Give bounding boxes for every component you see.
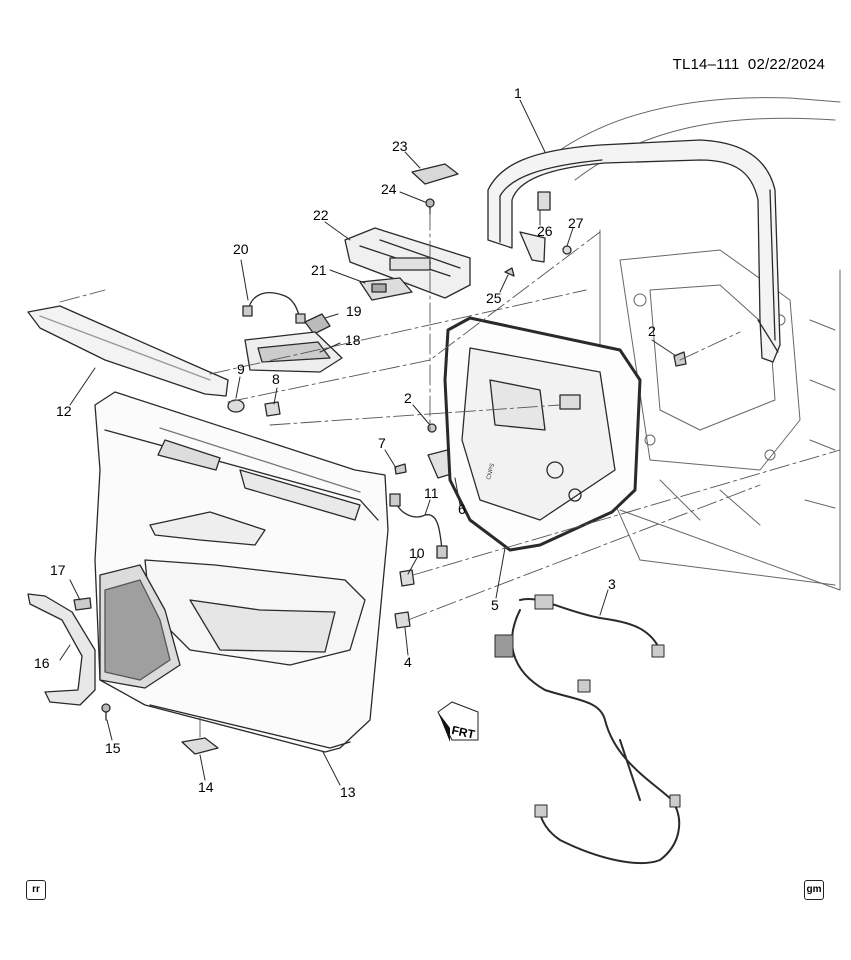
callout-8: 8	[272, 371, 280, 387]
screw-7	[394, 463, 407, 475]
clip-10	[399, 569, 415, 587]
connector-11a	[389, 493, 401, 507]
clip-17	[73, 597, 92, 611]
diagram-date: 02/22/2024	[747, 56, 825, 73]
wiring-harness-11	[394, 499, 443, 551]
diagram-reference: TL14–111 02/22/2024	[673, 56, 825, 73]
callout-leader-lines	[59, 99, 677, 786]
door-trim-panel-13	[94, 391, 389, 753]
callout-10: 10	[409, 545, 425, 561]
water-deflector-5: CNPS	[443, 316, 642, 552]
callout-14: 14	[198, 779, 214, 795]
front-direction-label: FRT	[450, 723, 476, 742]
connector-20a	[242, 305, 253, 317]
callout-27: 27	[568, 215, 584, 231]
trim-strip-16	[27, 593, 96, 706]
callout-labels: 1 2 2 3 4 5 6 7 8 9 10 11 12 13 14 15 16…	[34, 85, 656, 800]
clip-2b	[673, 351, 687, 367]
callout-23: 23	[392, 138, 408, 154]
handle-bezel-18	[244, 331, 343, 373]
clip-14	[181, 737, 219, 755]
upper-trim-12	[27, 305, 229, 397]
callout-3: 3	[608, 576, 616, 592]
callout-7: 7	[378, 435, 386, 451]
callout-4: 4	[404, 654, 412, 670]
callout-11: 11	[424, 485, 439, 501]
callout-13: 13	[340, 784, 356, 800]
callout-1: 1	[514, 85, 522, 101]
callout-6: 6	[458, 501, 466, 517]
wiring-harness-20	[247, 292, 301, 319]
armrest-pad-23	[411, 163, 459, 185]
gm-logo-icon: gm	[804, 880, 824, 900]
clip-27	[562, 245, 572, 255]
clip-2a	[427, 423, 437, 433]
callout-19: 19	[346, 303, 362, 319]
callout-21: 21	[311, 262, 327, 278]
callout-26: 26	[537, 223, 553, 239]
switch-bracket-22	[344, 227, 471, 299]
svg-text:CNPS: CNPS	[486, 463, 496, 481]
window-switch-21	[359, 277, 413, 301]
front-direction-arrow: FRT	[437, 701, 479, 742]
clip-4	[394, 611, 411, 629]
callout-2-right: 2	[648, 323, 656, 339]
callout-12: 12	[56, 403, 72, 419]
callout-20: 20	[233, 241, 249, 257]
frame-clip-26	[519, 191, 551, 263]
clip-8	[264, 401, 281, 417]
callout-22: 22	[313, 207, 329, 223]
callout-15: 15	[105, 740, 121, 756]
door-frame-seal	[487, 139, 781, 363]
callout-24: 24	[381, 181, 397, 197]
diagram-ref-number: TL14–111	[672, 56, 740, 73]
callout-17: 17	[50, 562, 66, 578]
switch-19	[304, 313, 331, 335]
callout-2-left: 2	[404, 390, 412, 406]
screw-15	[101, 703, 111, 721]
callout-9: 9	[237, 361, 245, 377]
connector-20b	[295, 313, 306, 324]
callout-16: 16	[34, 655, 50, 671]
wiring-harness-3	[494, 594, 681, 865]
connector-11b	[436, 545, 448, 559]
rr-icon: rr	[26, 880, 46, 900]
callout-25: 25	[486, 290, 502, 306]
callout-5: 5	[491, 597, 499, 613]
callout-18: 18	[345, 332, 361, 348]
assembly-guide-lines	[59, 209, 841, 741]
push-pin-25	[504, 267, 515, 277]
